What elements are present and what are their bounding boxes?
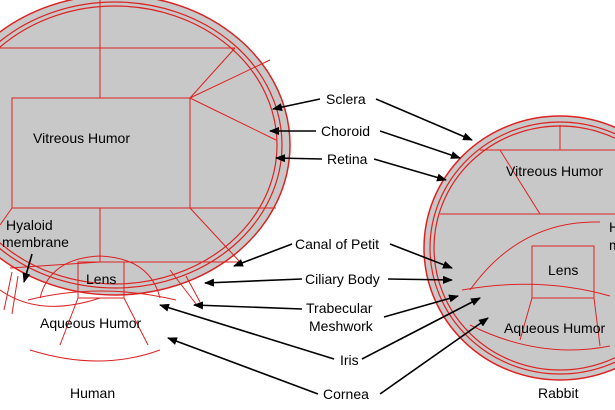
human-eye <box>0 0 291 362</box>
rabbit-sclera-outline <box>423 115 615 381</box>
rabbit-hyaloid-cut-2: m <box>609 237 615 253</box>
rabbit-mesh-lines <box>440 125 615 351</box>
sclera-arrow-human <box>272 98 321 112</box>
rabbit-hyaloid-cut-1: H <box>609 219 615 235</box>
canal-arrow-human <box>233 243 293 267</box>
trabecular-label-1: Trabecular <box>306 300 373 316</box>
canal-of-petit-label: Canal of Petit <box>295 236 379 252</box>
human-choroid-outline <box>0 1 283 289</box>
human-hyaloid-label-1: Hyaloid <box>6 217 53 233</box>
human-lens-label: Lens <box>86 271 116 287</box>
human-hyaloid-label-2: membrane <box>2 234 69 250</box>
human-mesh-lines <box>0 0 277 362</box>
choroid-arrow-rabbit <box>379 130 461 159</box>
human-sclera-outline <box>0 0 291 296</box>
human-caption: Human <box>70 385 115 401</box>
rabbit-caption: Rabbit <box>538 385 579 401</box>
rabbit-aqueous-label: Aqueous Humor <box>504 320 606 336</box>
human-retina-outline <box>0 5 278 285</box>
cornea-arrow-human <box>167 337 319 395</box>
human-aqueous-label: Aqueous Humor <box>40 315 142 331</box>
trabecular-label-2: Meshwork <box>309 318 374 334</box>
retina-label: Retina <box>327 151 368 167</box>
rabbit-choroid-outline <box>429 121 615 375</box>
ciliary-arrow-rabbit <box>387 275 453 284</box>
hyaloid-arrow <box>22 253 33 283</box>
human-vitreous-label: Vitreous Humor <box>33 130 130 146</box>
rabbit-eye <box>423 115 615 381</box>
rabbit-lens-label: Lens <box>548 262 578 278</box>
canal-arrow-rabbit <box>389 243 453 269</box>
choroid-label: Choroid <box>321 123 370 139</box>
trabecular-arrow-human <box>193 301 303 310</box>
leader-arrows <box>22 98 489 395</box>
rabbit-vitreous-label: Vitreous Humor <box>506 163 603 179</box>
cornea-arrow-rabbit <box>379 317 489 395</box>
iris-label: Iris <box>340 352 359 368</box>
retina-arrow-rabbit <box>373 158 447 182</box>
sclera-arrow-rabbit <box>375 98 473 141</box>
iris-arrow-human <box>159 303 335 360</box>
ciliary-body-label: Ciliary Body <box>305 271 380 287</box>
trabecular-arrow-rabbit <box>383 294 459 318</box>
retina-arrow-human <box>275 154 323 163</box>
sclera-label: Sclera <box>326 91 366 107</box>
cornea-label: Cornea <box>323 386 369 402</box>
ciliary-arrow-human <box>204 278 303 287</box>
iris-arrow-rabbit <box>361 297 481 360</box>
